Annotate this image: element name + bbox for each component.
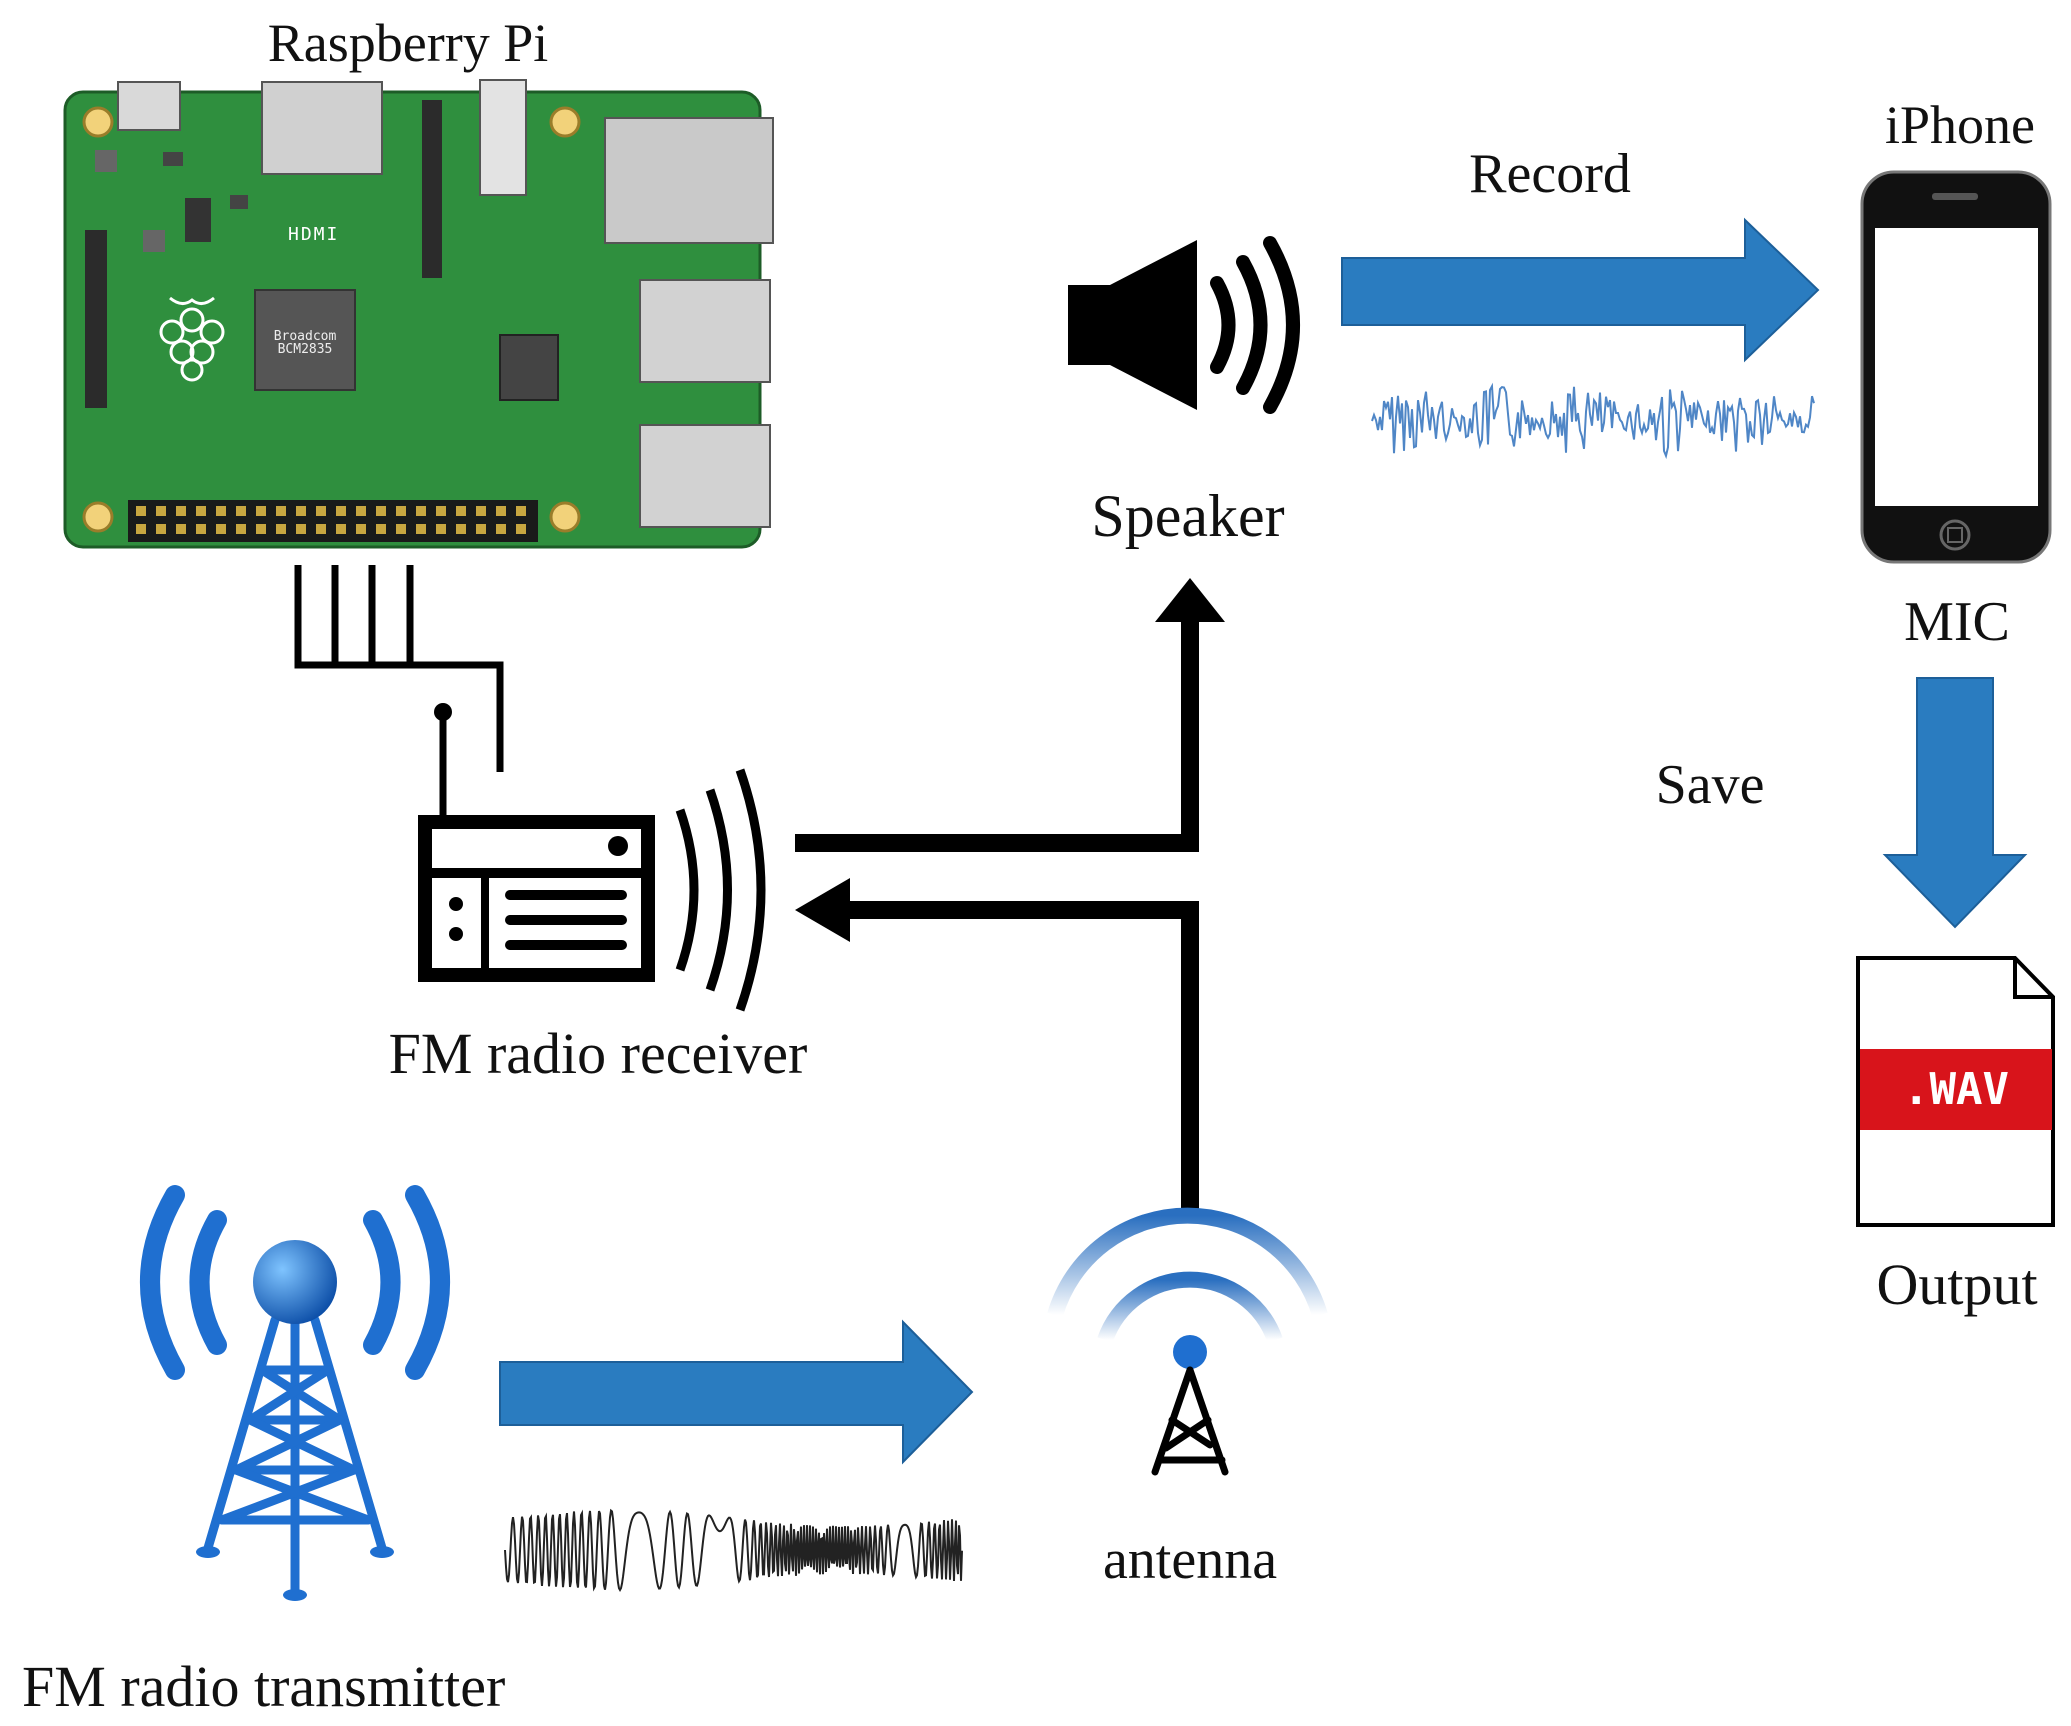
gpio-pin [496,506,506,516]
mic-label: MIC [1904,591,2010,653]
gpio-pin [256,524,266,534]
gpio-pin [236,506,246,516]
transmitter-tower-icon [140,1185,450,1601]
gpio-pin [476,506,486,516]
fm-waveform [504,1508,963,1593]
gpio-pin [456,506,466,516]
receiver-to-speaker-arrow [795,578,1225,852]
save-label: Save [1655,754,1765,816]
raspberry-pi-label: Raspberry Pi [267,13,549,73]
wav-file-label: .WAV [1903,1064,2009,1115]
gpio-pin [296,524,306,534]
board-hdmi-label: HDMI [288,224,340,245]
gpio-pin [136,506,146,516]
gpio-pin [196,524,206,534]
save-arrow [1882,677,2028,929]
gpio-pin [436,524,446,534]
gpio-pin [476,524,486,534]
gpio-pin [156,506,166,516]
transmit-arrow [499,1319,974,1465]
gpio-pin [356,524,366,534]
gpio-pin [456,524,466,534]
antenna-icon [1047,1207,1328,1476]
gpio-pin [196,506,206,516]
gpio-pin [416,506,426,516]
fm-transmitter-label: FM radio transmitter [22,1654,506,1719]
speaker-label: Speaker [1091,483,1285,549]
gpio-pin [416,524,426,534]
antenna-label: antenna [1102,1529,1278,1591]
record-label: Record [1469,143,1631,205]
gpio-pins [136,506,526,534]
wav-file-icon [1856,956,2055,1227]
gpio-pin [316,524,326,534]
gpio-pin [436,506,446,516]
gpio-pin [336,506,346,516]
fm-receiver-label: FM radio receiver [388,1021,808,1086]
gpio-pin [236,524,246,534]
gpio-pin [256,506,266,516]
gpio-pin [516,506,526,516]
gpio-pin [356,506,366,516]
iphone-label: iPhone [1884,95,2036,155]
gpio-pin [396,524,406,534]
gpio-pin [276,506,286,516]
gpio-pin [516,524,526,534]
gpio-pin [276,524,286,534]
gpio-wires [294,565,504,772]
gpio-pin [176,506,186,516]
gpio-pin [296,506,306,516]
raspberry-pi-board-icon [63,79,774,549]
gpio-pin [216,506,226,516]
gpio-pin [316,506,326,516]
speaker-icon [1068,236,1300,414]
gpio-pin [396,506,406,516]
output-label: Output [1876,1252,2038,1317]
board-chip-label: Broadcom BCM2835 [273,329,337,357]
gpio-pin [376,524,386,534]
antenna-to-receiver-arrow [795,878,1199,1213]
gpio-pin [496,524,506,534]
audio-waveform [1371,382,1815,460]
gpio-pin [376,506,386,516]
gpio-pin [176,524,186,534]
gpio-pin [156,524,166,534]
iphone-icon [1860,170,2052,564]
gpio-pin [216,524,226,534]
record-arrow [1341,217,1820,363]
radio-receiver-icon [418,703,766,1012]
gpio-pin [136,524,146,534]
gpio-pin [336,524,346,534]
